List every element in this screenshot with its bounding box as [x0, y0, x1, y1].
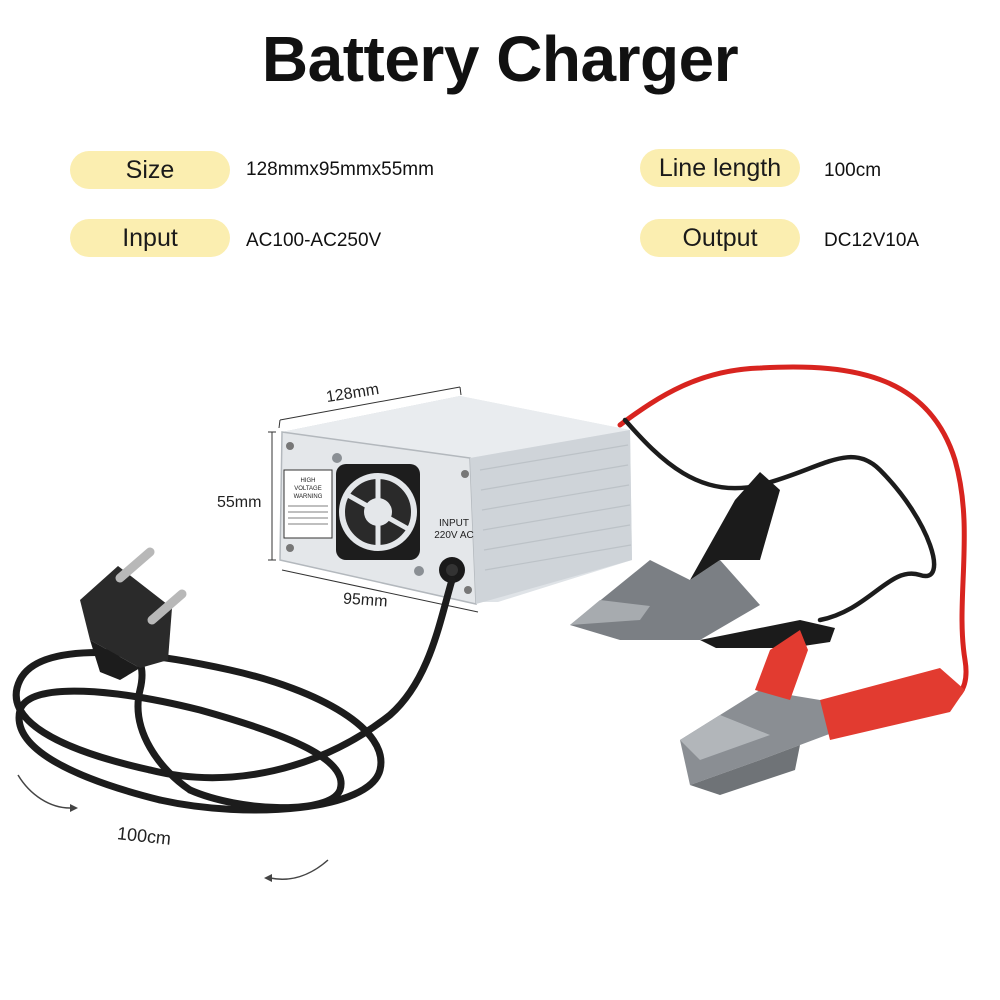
size-label: Size — [70, 151, 230, 189]
warning-line-3: WARNING — [294, 494, 323, 500]
depth-dimension: 95mm — [342, 590, 389, 611]
curve-arrow-left — [17, 774, 71, 809]
input-value: AC100-AC250V — [246, 230, 382, 251]
warning-label — [283, 469, 333, 539]
warning-line-1: HIGH — [301, 478, 316, 484]
output-value: DC12V10A — [824, 230, 920, 251]
input-voltage-marking: 220V AC — [434, 530, 473, 541]
charger-body: HIGH VOLTAGE WARNING INPUT 220V AC — [279, 396, 632, 605]
curve-arrow-right — [269, 859, 329, 880]
red-clamp — [680, 630, 965, 795]
page-title: Battery Charger — [261, 23, 739, 95]
red-cable — [617, 364, 969, 704]
input-label: Input — [70, 219, 230, 257]
eu-plug — [80, 547, 187, 680]
size-value: 128mmx95mmx55mm — [246, 159, 434, 180]
output-label: Output — [640, 219, 800, 257]
input-marking: INPUT — [439, 518, 469, 529]
ac-cable — [12, 576, 456, 814]
line-length-value: 100cm — [824, 160, 882, 181]
line-length-label: Line length — [640, 149, 800, 187]
black-dc-cable — [622, 417, 937, 623]
warning-line-2: VOLTAGE — [294, 486, 321, 492]
height-dimension: 55mm — [217, 494, 262, 511]
